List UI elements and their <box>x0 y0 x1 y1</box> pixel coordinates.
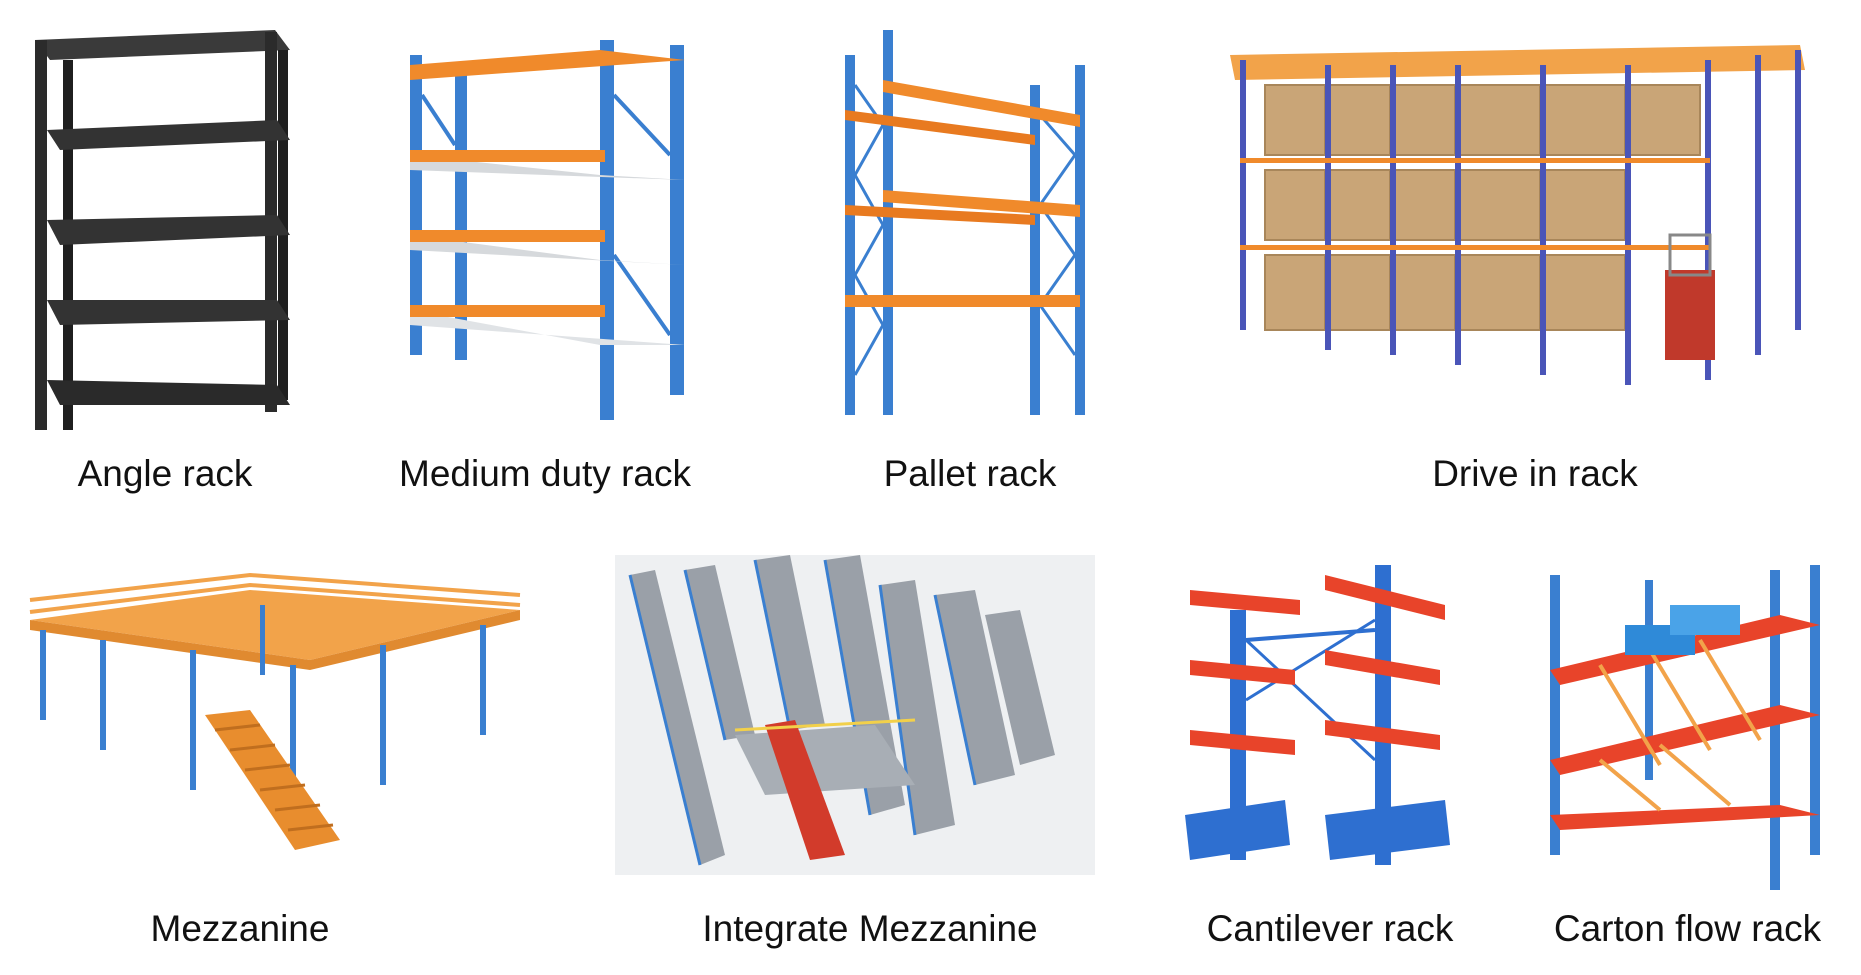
caption-integrate-mezzanine: Integrate Mezzanine <box>702 908 1038 949</box>
caption-pallet-rack: Pallet rack <box>883 453 1057 494</box>
caption-medium-duty-rack: Medium duty rack <box>399 453 691 494</box>
angle-rack-image <box>15 20 300 430</box>
caption-carton-flow-rack: Carton flow rack <box>1553 908 1822 949</box>
cantilever-rack-image <box>1175 560 1470 890</box>
caption-cantilever-rack: Cantilever rack <box>1206 908 1454 949</box>
drive-in-rack-image <box>1225 40 1815 420</box>
caption-angle-rack: Angle rack <box>77 453 253 494</box>
integrate-mezzanine-image <box>615 555 1095 875</box>
caption-mezzanine: Mezzanine <box>150 908 330 949</box>
mezzanine-image <box>20 570 535 890</box>
caption-drive-in-rack: Drive in rack <box>1432 453 1638 494</box>
medium-duty-rack-image <box>395 35 695 425</box>
pallet-rack-image <box>835 25 1095 420</box>
carton-flow-rack-image <box>1540 565 1830 895</box>
